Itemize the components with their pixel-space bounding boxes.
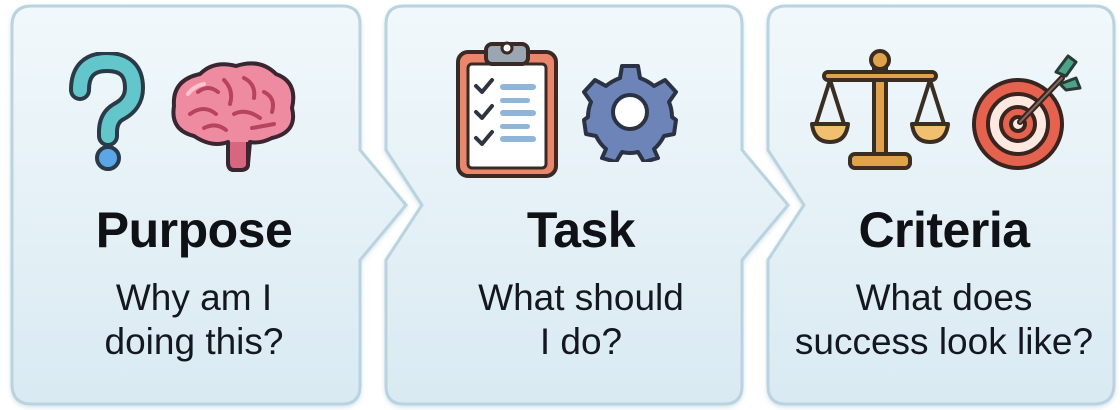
step-title: Criteria — [858, 202, 1030, 258]
step-question: What should I do? — [386, 276, 776, 364]
task-icons — [386, 40, 776, 180]
step-purpose: Purpose Why am I doing this? — [0, 0, 388, 410]
brain-icon — [164, 58, 302, 174]
criteria-icons — [768, 40, 1120, 180]
gear-icon — [580, 62, 680, 162]
step-criteria: Criteria What does success look like? — [768, 0, 1120, 410]
balance-scale-icon — [810, 46, 950, 174]
step-question-line-2: doing this? — [104, 321, 284, 362]
purpose-icons — [0, 40, 388, 180]
target-icon — [970, 48, 1082, 174]
step-title: Task — [526, 202, 636, 258]
step-question: Why am I doing this? — [0, 276, 388, 364]
step-question-line-1: What should — [478, 277, 684, 318]
question-mark-icon — [62, 52, 152, 172]
step-title: Purpose — [95, 202, 293, 258]
clipboard-checklist-icon — [452, 38, 562, 180]
step-question-line-2: I do? — [539, 321, 623, 362]
step-question: What does success look like? — [768, 276, 1120, 364]
step-question-line-1: What does — [855, 277, 1033, 318]
step-question-line-2: success look like? — [794, 321, 1094, 362]
step-task: Task What should I do? — [386, 0, 776, 410]
step-question-line-1: Why am I — [115, 277, 273, 318]
